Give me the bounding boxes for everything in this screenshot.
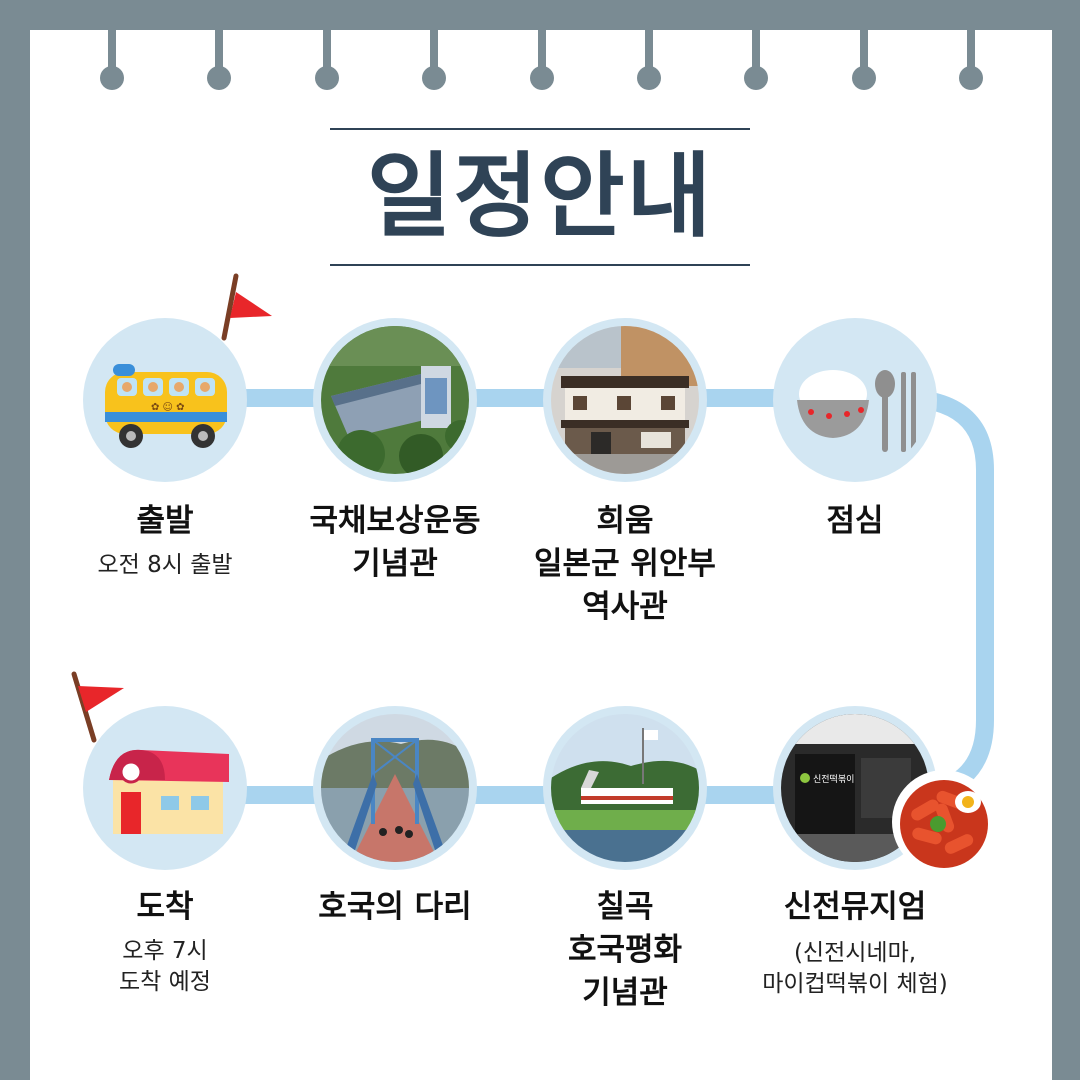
binder-ring [530, 30, 554, 92]
stop-memorial-hall-circle [313, 318, 477, 482]
binder-ring [744, 30, 768, 92]
house-icon [91, 714, 239, 862]
stop-peace-memorial-circle [543, 706, 707, 870]
title-bottom-rule [330, 264, 750, 266]
museum-sign-text: 신전떡볶이 [813, 774, 854, 785]
bus-icon: ✿ ☺ ✿ [91, 326, 239, 474]
memorial-hall-photo [321, 326, 469, 474]
stop-history-museum-circle [543, 318, 707, 482]
notepad-paper [30, 30, 1052, 1080]
binder-ring [422, 30, 446, 92]
rice-bowl-spoon-chopsticks-icon [781, 326, 929, 474]
start-flag-icon [221, 273, 272, 341]
finish-flag-icon [71, 671, 124, 743]
bridge-photo [321, 714, 469, 862]
binder-ring [637, 30, 661, 92]
tteokbokki-plate-icon [892, 770, 996, 874]
stop-bridge-circle [313, 706, 477, 870]
stop-departure-label: 출발 [136, 503, 194, 539]
binder-ring [207, 30, 231, 92]
stop-departure-circle: ✿ ☺ ✿ [83, 318, 247, 482]
stop-lunch-label: 점심 [826, 503, 884, 539]
stop-arrival-time: 오후 7시 도착 예정 [119, 938, 211, 995]
stop-lunch-circle [773, 318, 937, 482]
page-title: 일정안내 [366, 143, 714, 250]
title-block: 일정안내 [330, 128, 750, 266]
binder-ring [852, 30, 876, 92]
binder-ring [959, 30, 983, 92]
stop-memorial-hall-label: 국채보상운동 기념관 [309, 503, 481, 582]
stop-bridge-label: 호국의 다리 [318, 889, 472, 925]
svg-text:✿ ☺ ✿: ✿ ☺ ✿ [151, 402, 185, 413]
stop-sinjeon-museum-label: 신전뮤지엄 [783, 889, 927, 925]
stop-peace-memorial-label: 칠곡 호국평화 기념관 [567, 889, 683, 1011]
binder-ring [315, 30, 339, 92]
stop-history-museum-label: 희움 일본군 위안부 역사관 [534, 503, 716, 625]
peace-memorial-photo [551, 714, 699, 862]
title-top-rule [330, 128, 750, 130]
history-museum-photo [551, 326, 699, 474]
stop-departure-time: 오전 8시 출발 [97, 552, 233, 578]
stop-arrival-circle [83, 706, 247, 870]
stop-arrival-label: 도착 [136, 889, 194, 925]
stop-sinjeon-museum-note: (신전시네마, 마이컵떡볶이 체험) [762, 940, 948, 997]
binder-ring [100, 30, 124, 92]
